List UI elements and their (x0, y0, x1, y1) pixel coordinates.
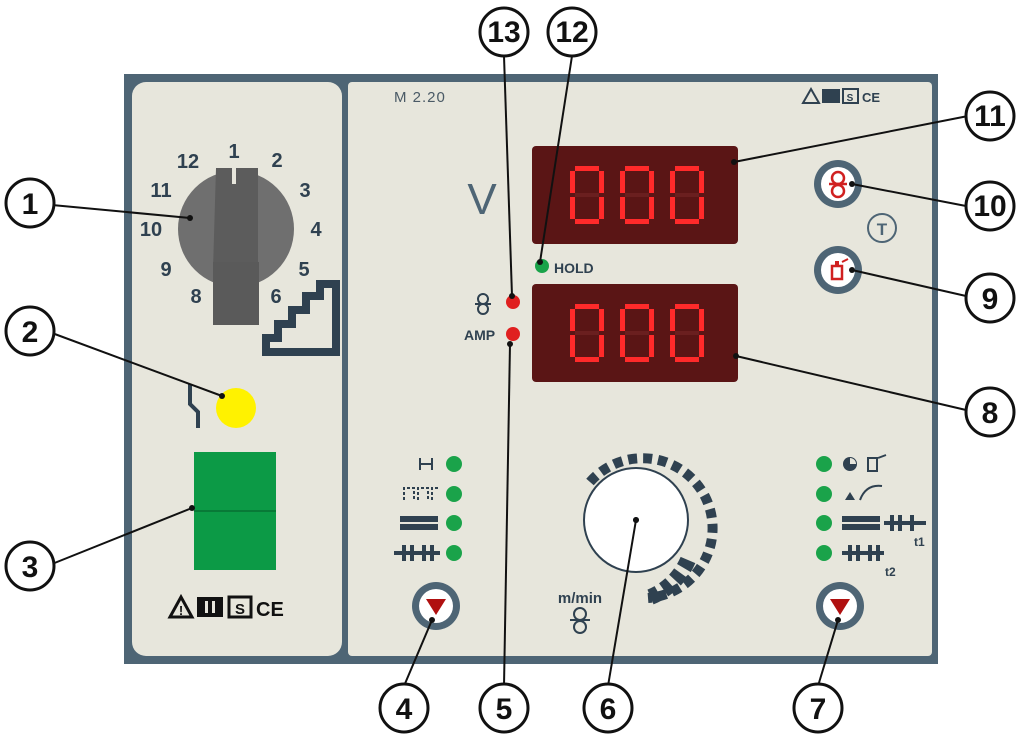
wire-speed-led (506, 295, 520, 309)
top-certification-marks: S CE (801, 86, 880, 105)
gas-test-button[interactable] (814, 246, 862, 294)
dial-number-12: 12 (177, 151, 199, 173)
amp-led (506, 327, 520, 341)
callout-9: 9 (964, 272, 1016, 324)
callout-2: 2 (4, 305, 56, 357)
function-icons (842, 454, 926, 561)
dial-number-3: 3 (299, 180, 310, 202)
svg-text:T: T (877, 220, 888, 239)
svg-text:2: 2 (22, 316, 39, 349)
svg-text:3: 3 (22, 551, 39, 584)
svg-text:6: 6 (600, 693, 617, 726)
svg-text:S: S (235, 601, 245, 618)
t1-label: t1 (914, 535, 925, 549)
svg-text:7: 7 (810, 693, 827, 726)
callout-4: 4 (378, 682, 430, 734)
svg-text:CE: CE (862, 90, 880, 105)
staircase-icon (262, 280, 340, 356)
current-display: 000 (532, 284, 738, 382)
mode-led-spot (446, 515, 462, 531)
step-selector-knob[interactable] (178, 166, 294, 325)
wire-inch-button[interactable] (814, 160, 862, 208)
left-certification-marks: ! S CE (167, 593, 284, 621)
callouts: 1 2 3 4 5 6 7 8 (4, 6, 1016, 734)
callout-10: 10 (964, 180, 1016, 232)
dial-number-11: 11 (150, 180, 171, 202)
svg-text:13: 13 (487, 16, 520, 49)
svg-text:CE: CE (256, 599, 284, 621)
voltage-unit-label: V (467, 175, 497, 224)
dial-number-8: 8 (190, 286, 201, 308)
wire-speed-scale (586, 453, 718, 606)
dial-number-5: 5 (298, 259, 309, 281)
mode-led-interval (446, 545, 462, 561)
dial-scale: 1 2 3 4 5 6 8 9 10 11 12 (140, 141, 323, 308)
svg-text:8: 8 (982, 397, 999, 430)
callout-5: 5 (478, 682, 530, 734)
callout-3: 3 (4, 540, 56, 592)
hold-label: HOLD (554, 260, 594, 276)
svg-text:1: 1 (22, 188, 39, 221)
callout-13: 13 (478, 6, 530, 58)
function-select-button[interactable] (816, 582, 864, 630)
svg-text:S: S (847, 93, 854, 104)
function-led-burnback (816, 486, 832, 502)
function-led-spot-time (816, 515, 832, 531)
t2-label: t2 (885, 565, 896, 579)
leader-lines (51, 55, 969, 687)
callout-7: 7 (792, 682, 844, 734)
wire-speed-unit-label: m/min (558, 590, 602, 607)
svg-text:9: 9 (982, 283, 999, 316)
dial-number-1: 1 (228, 141, 239, 163)
callout-6: 6 (582, 682, 634, 734)
svg-text:12: 12 (555, 16, 588, 49)
callout-12: 12 (546, 6, 598, 58)
callout-11: 11 (964, 90, 1016, 142)
svg-text:5: 5 (496, 693, 513, 726)
leader-dots (187, 159, 855, 623)
mode-led-2t (446, 456, 462, 472)
amp-label: AMP (464, 327, 495, 343)
function-led-gas-pre (816, 456, 832, 472)
svg-text:11: 11 (974, 100, 1006, 133)
callout-8: 8 (964, 386, 1016, 438)
dial-number-2: 2 (271, 150, 282, 172)
callout-1: 1 (4, 177, 56, 229)
torch-trigger-icon: T (867, 213, 897, 243)
mode-icons (394, 458, 440, 561)
mode-led-4t (446, 486, 462, 502)
svg-text:!: ! (179, 603, 183, 618)
model-label: M 2.20 (394, 89, 446, 106)
dial-number-10: 10 (140, 219, 162, 241)
function-led-interval-time (816, 545, 832, 561)
svg-text:10: 10 (973, 190, 1006, 223)
power-switch[interactable] (194, 452, 276, 570)
lightning-icon (188, 384, 200, 428)
svg-text:4: 4 (396, 693, 413, 726)
wire-feed-knob-icon (570, 607, 590, 634)
wire-feed-small-icon (475, 293, 491, 315)
dial-number-6: 6 (270, 286, 281, 308)
fault-indicator-led (216, 388, 256, 428)
voltage-display: 000 (532, 146, 738, 244)
mode-select-button[interactable] (412, 582, 460, 630)
dial-number-4: 4 (310, 219, 322, 241)
dial-number-9: 9 (160, 259, 171, 281)
